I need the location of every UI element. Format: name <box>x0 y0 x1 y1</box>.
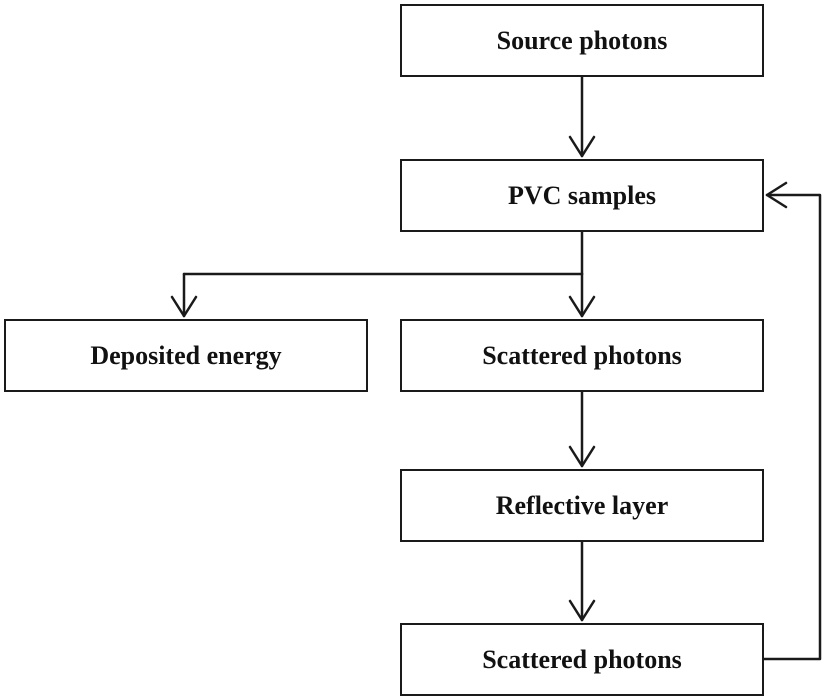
node-reflective-layer: Reflective layer <box>400 469 764 542</box>
edge-feedback-to-pvc <box>762 181 822 661</box>
node-deposited-energy: Deposited energy <box>4 319 368 392</box>
edge-scattered-to-reflective <box>568 390 596 468</box>
node-label: Reflective layer <box>495 490 669 520</box>
node-scattered-photons-2: Scattered photons <box>400 623 764 696</box>
node-label: Source photons <box>496 25 668 55</box>
node-scattered-photons-1: Scattered photons <box>400 319 764 392</box>
edge-pvc-to-scattered-photons <box>568 272 596 318</box>
edge-pvc-to-deposited-energy <box>170 230 584 318</box>
node-pvc-samples: PVC samples <box>400 159 764 232</box>
node-label: Scattered photons <box>482 340 682 370</box>
edge-source-to-pvc <box>568 75 596 158</box>
node-source-photons: Source photons <box>400 4 764 77</box>
node-label: Deposited energy <box>90 340 282 370</box>
node-label: PVC samples <box>507 180 657 210</box>
node-label: Scattered photons <box>482 644 682 674</box>
edge-reflective-to-scattered <box>568 540 596 622</box>
